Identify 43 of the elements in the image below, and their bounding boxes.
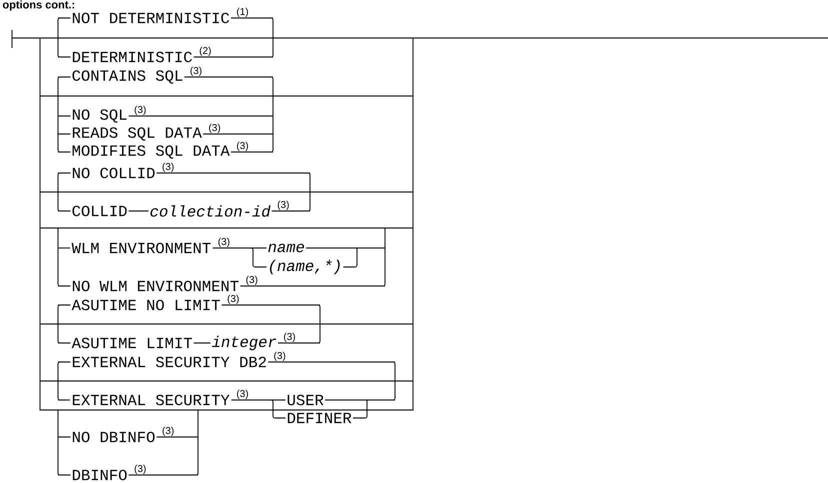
keyword-label: DBINFO bbox=[70, 468, 129, 482]
footnote-marker: (3) bbox=[162, 162, 174, 172]
footnote-marker: (3) bbox=[134, 106, 146, 116]
keyword-label: EXTERNAL SECURITY bbox=[70, 394, 231, 406]
heading: options cont.: bbox=[2, 0, 74, 11]
keyword-label: DEFINER bbox=[285, 412, 353, 424]
footnote-marker: (3) bbox=[274, 352, 286, 362]
keyword-label: MODIFIES SQL DATA bbox=[70, 144, 231, 160]
keyword-label: ASUTIME LIMIT bbox=[70, 336, 194, 350]
footnote-marker: (2) bbox=[200, 46, 211, 56]
keyword-label: COLLID bbox=[70, 204, 129, 218]
keyword-label: NO COLLID bbox=[70, 166, 157, 180]
keyword-label: WLM ENVIRONMENT bbox=[70, 242, 212, 254]
keyword-label: USER bbox=[285, 394, 326, 406]
footnote-marker: (3) bbox=[162, 426, 174, 436]
keyword-label: NO DBINFO bbox=[70, 430, 157, 444]
variable-label: (name,*) bbox=[266, 258, 344, 276]
footnote-marker: (3) bbox=[190, 66, 202, 76]
keyword-label: NO WLM ENVIRONMENT bbox=[70, 280, 240, 292]
footnote-marker: (3) bbox=[209, 124, 220, 134]
footnote-marker: (3) bbox=[218, 238, 230, 248]
footnote-marker: (3) bbox=[284, 332, 295, 342]
footnote-marker: (3) bbox=[278, 200, 289, 210]
track-line bbox=[128, 210, 148, 212]
variable-label: name bbox=[266, 242, 306, 254]
footnote-marker: (1) bbox=[237, 8, 248, 18]
footnote-marker: (3) bbox=[134, 464, 146, 474]
keyword-label: DETERMINISTIC bbox=[70, 50, 194, 64]
footnote-marker: (3) bbox=[237, 142, 248, 152]
keyword-label: EXTERNAL SECURITY DB2 bbox=[70, 356, 268, 368]
track-line bbox=[230, 400, 286, 418]
keyword-label: ASUTIME NO LIMIT bbox=[70, 298, 222, 312]
keyword-label: NO SQL bbox=[70, 108, 129, 124]
keyword-label: NOT DETERMINISTIC bbox=[70, 12, 231, 24]
track-line bbox=[212, 248, 266, 268]
footnote-marker: (3) bbox=[237, 390, 248, 400]
variable-label: collection-id bbox=[148, 204, 272, 218]
footnote-marker: (3) bbox=[228, 294, 239, 304]
variable-label: integer bbox=[210, 334, 278, 352]
keyword-label: READS SQL DATA bbox=[70, 126, 204, 142]
keyword-label: CONTAINS SQL bbox=[70, 69, 184, 85]
footnote-marker: (3) bbox=[246, 276, 258, 286]
track-line bbox=[194, 342, 210, 344]
